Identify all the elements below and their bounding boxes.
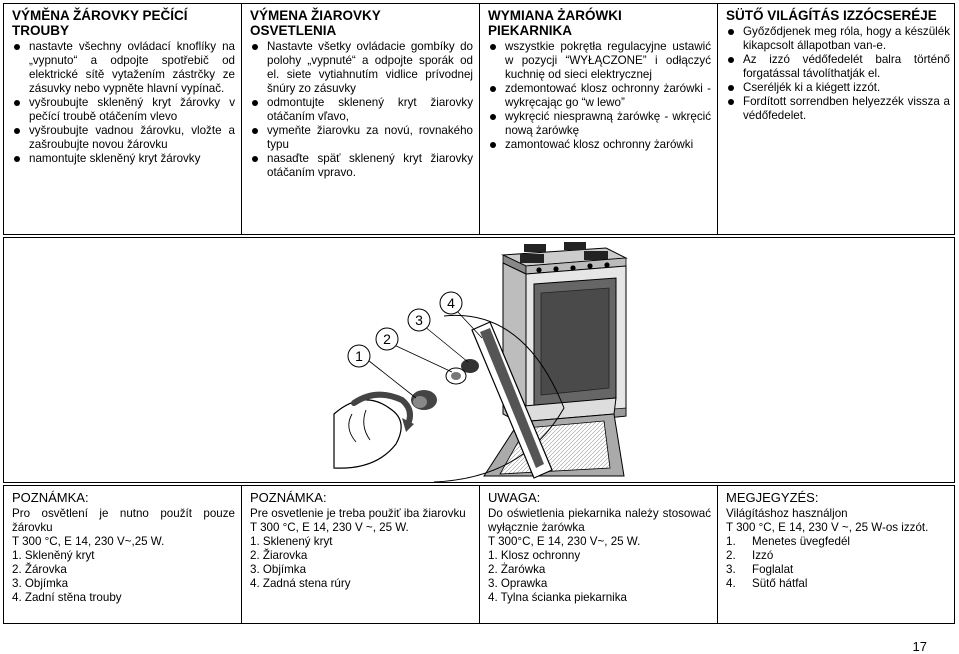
section-title: WYMIANA ŻARÓWKI PIEKARNIKA xyxy=(488,8,711,38)
callout-1: 1 xyxy=(347,344,417,399)
oven-illustration: 1 2 3 4 xyxy=(333,242,628,483)
note-part: 4. Zadní stěna trouby xyxy=(12,591,122,604)
note-part: 1. Sklenený kryt xyxy=(250,535,333,548)
note-title: POZNÁMKA: xyxy=(250,490,327,505)
note-part: 4. Zadná stena rúry xyxy=(250,577,351,590)
step-item: wszystkie pokrętła regulacyjne ustawić w… xyxy=(488,40,711,82)
step-item: vyšroubujte vadnou žárovku, vložte a zaš… xyxy=(12,124,235,152)
note-part: 3. Objímka xyxy=(250,563,307,576)
callout-2: 2 xyxy=(375,327,453,373)
step-item: wykręcić niesprawną żarówkę - wkręcić no… xyxy=(488,110,711,138)
part-label: Menetes üvegfedél xyxy=(752,535,850,548)
step-item: nastavte všechny ovládací knoflíky na „v… xyxy=(12,40,235,96)
step-item: Az izzó védőfedelét balra történő forgat… xyxy=(726,53,950,81)
note-part: 3. Objímka xyxy=(12,577,69,590)
title-line: TROUBY xyxy=(12,23,69,38)
instructions-row: VÝMĚNA ŽÁROVKY PEČÍCÍ TROUBY nastavte vš… xyxy=(3,3,955,235)
step-item: Nastavte všetky ovládacie gombíky do pol… xyxy=(250,40,473,96)
note-part: 3. Foglalat xyxy=(726,563,950,577)
step-list: Nastavte všetky ovládacie gombíky do pol… xyxy=(250,40,473,180)
step-item: zdemontować klosz ochronny żarówki - wyk… xyxy=(488,82,711,110)
note-part: 2. Žiarovka xyxy=(250,549,308,562)
title-line: SÜTŐ VILÁGÍTÁS IZZÓCSERÉJE xyxy=(726,8,937,23)
section-pl: WYMIANA ŻARÓWKI PIEKARNIKA wszystkie pok… xyxy=(480,4,718,234)
step-item: Cseréljék ki a kiégett izzót. xyxy=(726,81,950,95)
note-part: 2. Izzó xyxy=(726,549,950,563)
title-line: OSVETLENIA xyxy=(250,23,337,38)
note-part: 1. Skleněný kryt xyxy=(12,549,95,562)
step-list: wszystkie pokrętła regulacyjne ustawić w… xyxy=(488,40,711,152)
section-sk: VÝMENA ŽIAROVKY OSVETLENIA Nastavte všet… xyxy=(242,4,480,234)
callout-label: 1 xyxy=(355,348,363,364)
step-list: Győződjenek meg róla, hogy a készülék ki… xyxy=(726,25,950,123)
part-number: 2. xyxy=(726,549,736,562)
callout-3: 3 xyxy=(407,308,469,363)
part-number: 1. xyxy=(726,535,736,548)
note-spec: T 300 °C, E 14, 230 V~,25 W. xyxy=(12,535,165,548)
step-item: namontujte skleněný kryt žárovky xyxy=(12,152,235,166)
note-part: 1. Klosz ochronny xyxy=(488,549,581,562)
zoom-detail xyxy=(333,314,565,483)
part-label: Foglalat xyxy=(752,563,794,576)
step-item: Győződjenek meg róla, hogy a készülék ki… xyxy=(726,25,950,53)
note-part: 2. Žárovka xyxy=(12,563,67,576)
section-cz: VÝMĚNA ŽÁROVKY PEČÍCÍ TROUBY nastavte vš… xyxy=(4,4,242,234)
title-line: PIEKARNIKA xyxy=(488,23,573,38)
note-intro: Világításhoz használjon xyxy=(726,507,848,520)
note-title: UWAGA: xyxy=(488,490,541,505)
note-title: POZNÁMKA: xyxy=(12,490,89,505)
callout-4: 4 xyxy=(439,291,483,339)
note-part: 4. Tylna ścianka piekarnika xyxy=(488,591,627,604)
note-cz: POZNÁMKA: Pro osvětlení je nutno použít … xyxy=(4,486,242,623)
notes-row: POZNÁMKA: Pro osvětlení je nutno použít … xyxy=(3,485,955,624)
page-number: 17 xyxy=(912,639,927,654)
section-title: VÝMĚNA ŽÁROVKY PEČÍCÍ TROUBY xyxy=(12,8,235,38)
step-item: nasaďte späť sklenený kryt žiarovky otáč… xyxy=(250,152,473,180)
note-part: 2. Żarówka xyxy=(488,563,546,576)
note-sk: POZNÁMKA: Pre osvetlenie je treba použiť… xyxy=(242,486,480,623)
title-line: VÝMĚNA ŽÁROVKY PEČÍCÍ xyxy=(12,8,188,23)
note-intro: Pro osvětlení je nutno použít pouze žáro… xyxy=(12,507,235,534)
step-item: odmontujte sklenený kryt žiarovky otáčan… xyxy=(250,96,473,124)
oven-lamp-figure: 1 2 3 4 xyxy=(3,237,955,483)
step-item: vymeňte žiarovku za novú, rovnakého typu xyxy=(250,124,473,152)
step-item: zamontować klosz ochronny żarówki xyxy=(488,138,711,152)
title-line: VÝMENA ŽIAROVKY xyxy=(250,8,381,23)
note-title: MEGJEGYZÉS: xyxy=(726,490,819,505)
callout-label: 2 xyxy=(383,331,391,347)
section-title: VÝMENA ŽIAROVKY OSVETLENIA xyxy=(250,8,473,38)
section-title: SÜTŐ VILÁGÍTÁS IZZÓCSERÉJE xyxy=(726,8,950,23)
part-number: 3. xyxy=(726,563,736,576)
note-part: 1. Menetes üvegfedél xyxy=(726,535,950,549)
part-label: Izzó xyxy=(752,549,774,562)
section-hu: SÜTŐ VILÁGÍTÁS IZZÓCSERÉJE Győződjenek m… xyxy=(718,4,956,234)
note-pl: UWAGA: Do oświetlenia piekarnika należy … xyxy=(480,486,718,623)
note-spec: T 300 °C, E 14, 230 V ~, 25 W. xyxy=(250,521,409,534)
title-line: WYMIANA ŻARÓWKI xyxy=(488,8,622,23)
note-spec: T 300 °C, E 14, 230 V ~, 25 W-os izzót. xyxy=(726,521,929,534)
step-item: vyšroubujte skleněný kryt žárovky v pečí… xyxy=(12,96,235,124)
note-part: 3. Oprawka xyxy=(488,577,548,590)
part-number: 4. xyxy=(726,577,736,590)
note-part: 4. Sütő hátfal xyxy=(726,577,950,591)
part-label: Sütő hátfal xyxy=(752,577,808,590)
step-item: Fordított sorrendben helyezzék vissza a … xyxy=(726,95,950,123)
note-spec: T 300°C, E 14, 230 V~, 25 W. xyxy=(488,535,641,548)
callout-label: 4 xyxy=(447,295,455,311)
callout-label: 3 xyxy=(415,312,423,328)
step-list: nastavte všechny ovládací knoflíky na „v… xyxy=(12,40,235,166)
note-intro: Do oświetlenia piekarnika należy stosowa… xyxy=(488,507,711,534)
note-intro: Pre osvetlenie je treba použiť iba žiaro… xyxy=(250,507,466,520)
note-hu: MEGJEGYZÉS: Világításhoz használjon T 30… xyxy=(718,486,956,623)
